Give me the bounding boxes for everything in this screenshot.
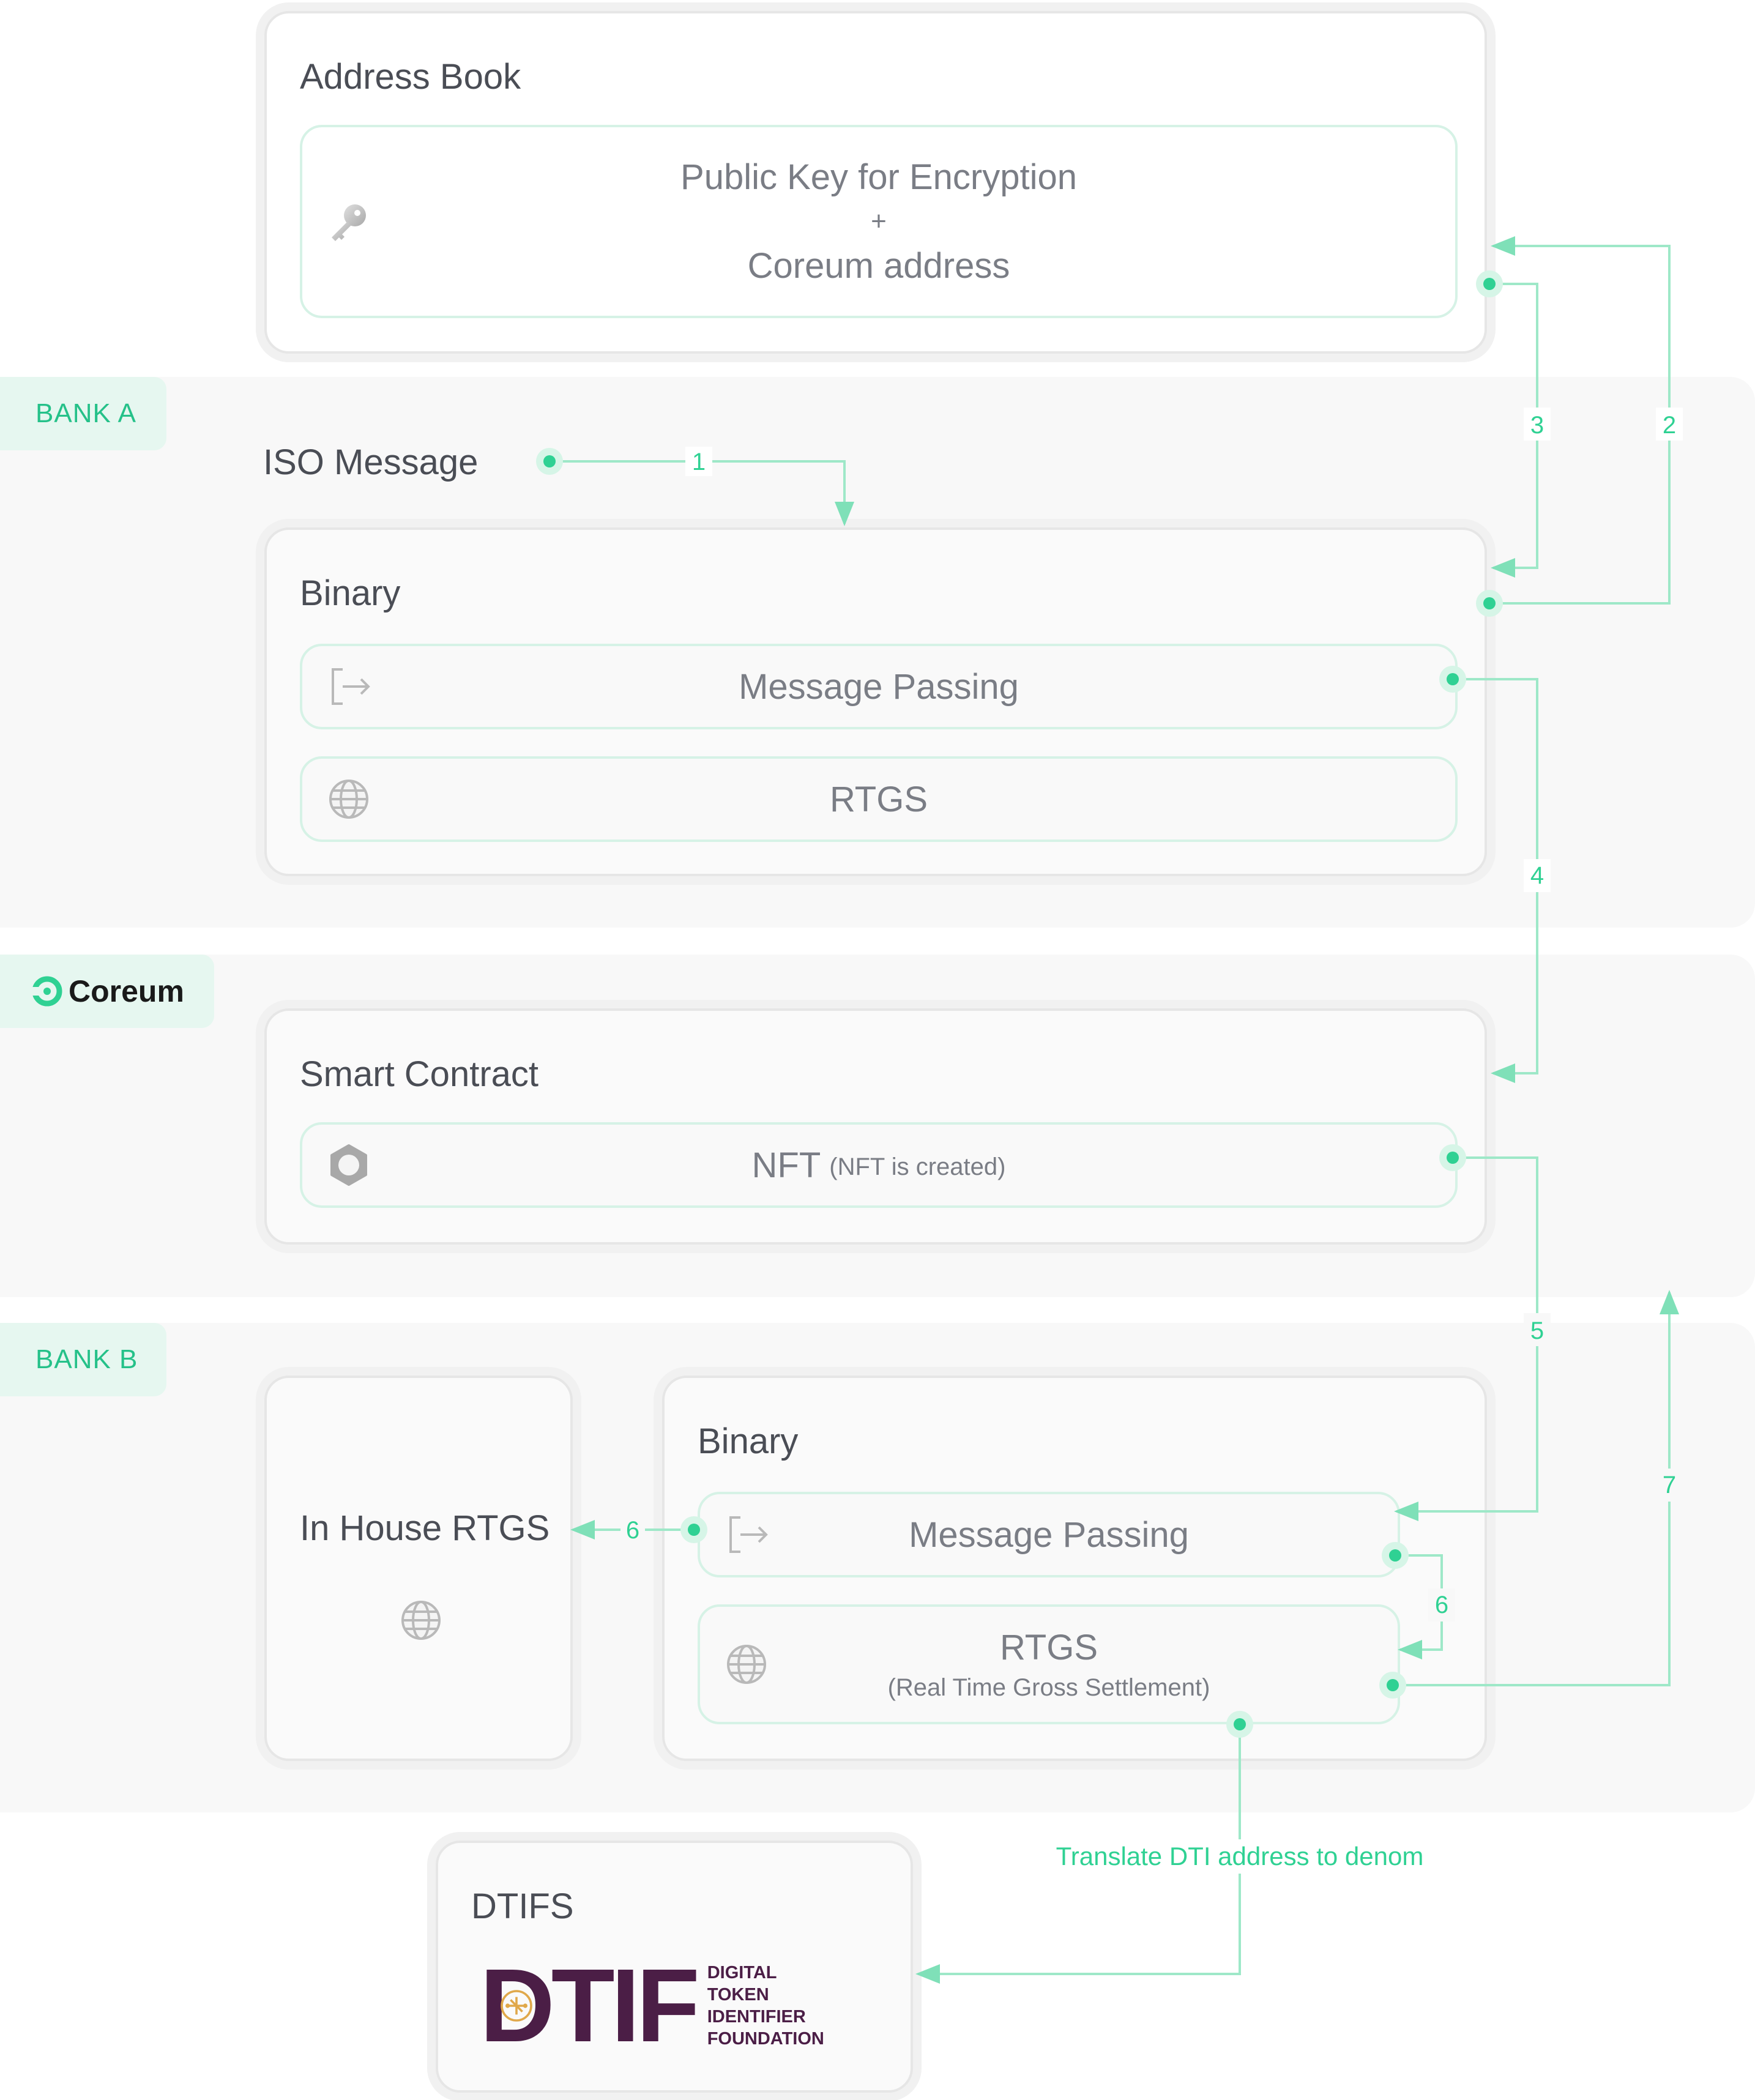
bank-a-tag-label: BANK A	[35, 398, 136, 428]
plus-label: +	[871, 206, 887, 236]
smart-contract-title: Smart Contract	[300, 1054, 538, 1094]
dtifs-card: DTIFS DTIF DIGITAL TOKEN IDENTIFIER FOUN…	[436, 1841, 913, 2093]
bank-b-rtgs: RTGS (Real Time Gross Settlement)	[698, 1604, 1400, 1724]
dtif-line-3: IDENTIFIER	[707, 2007, 806, 2027]
globe-icon	[329, 780, 368, 819]
iso-message-label: ISO Message	[263, 442, 479, 482]
in-house-globe-icon	[401, 1601, 441, 1640]
dtif-emblem-icon	[501, 1990, 532, 2022]
coreum-address-label: Coreum address	[747, 246, 1010, 286]
bank-b-tag: BANK B	[0, 1323, 166, 1396]
bank-b-rtgs-sub: (Real Time Gross Settlement)	[887, 1674, 1210, 1701]
logout-icon	[729, 1516, 768, 1553]
bank-b-message-passing-label: Message Passing	[909, 1514, 1189, 1555]
address-book-pill: Public Key for Encryption + Coreum addre…	[300, 125, 1458, 318]
hexagon-icon	[330, 1144, 367, 1186]
coreum-logo-icon	[32, 976, 62, 1007]
bank-b-tag-label: BANK B	[35, 1344, 138, 1374]
address-book-card: Address Book Public Key for Encryption +…	[264, 11, 1487, 354]
dtifs-title: DTIFS	[471, 1886, 574, 1926]
logout-icon	[332, 668, 370, 705]
nft-label: NFT	[751, 1145, 821, 1185]
translate-label: Translate DTI address to denom	[1056, 1842, 1424, 1871]
bank-a-rtgs: RTGS	[300, 756, 1458, 842]
in-house-rtgs-title: In House RTGS	[300, 1508, 550, 1548]
globe-icon	[727, 1645, 766, 1684]
bank-b-message-passing: Message Passing	[698, 1492, 1400, 1577]
bank-a-message-passing-label: Message Passing	[739, 666, 1019, 707]
bank-a-tag: BANK A	[0, 377, 166, 450]
bank-a-rtgs-label: RTGS	[829, 779, 928, 819]
dtif-line-1: DIGITAL	[707, 1963, 777, 1983]
bank-a-message-passing: Message Passing	[300, 644, 1458, 729]
nft-note: (NFT is created)	[829, 1153, 1006, 1180]
dtif-logo: DTIF DIGITAL TOKEN IDENTIFIER FOUNDATION	[480, 1954, 824, 2058]
bank-b-binary-title: Binary	[698, 1421, 799, 1461]
address-book-title: Address Book	[300, 57, 521, 97]
bank-a-binary-card: Binary Message Passing RTGS	[264, 527, 1487, 876]
smart-contract-card: Smart Contract NFT (NFT is created)	[264, 1008, 1487, 1245]
dtif-line-2: TOKEN	[707, 1985, 769, 2005]
bank-a-binary-title: Binary	[300, 573, 401, 613]
in-house-rtgs-card: In House RTGS	[264, 1376, 573, 1761]
coreum-tag: Coreum	[0, 955, 214, 1028]
dtif-line-4: FOUNDATION	[707, 2029, 824, 2049]
bank-b-rtgs-label: RTGS	[999, 1628, 1098, 1667]
coreum-tag-label: Coreum	[69, 974, 184, 1008]
public-key-label: Public Key for Encryption	[680, 157, 1077, 197]
dtif-logo-lines: DIGITAL TOKEN IDENTIFIER FOUNDATION	[707, 1962, 824, 2050]
bank-b-binary-card: Binary Message Passing RTGS (Real Time G…	[662, 1376, 1487, 1761]
nft-pill: NFT (NFT is created)	[300, 1122, 1458, 1208]
key-icon	[332, 204, 366, 241]
